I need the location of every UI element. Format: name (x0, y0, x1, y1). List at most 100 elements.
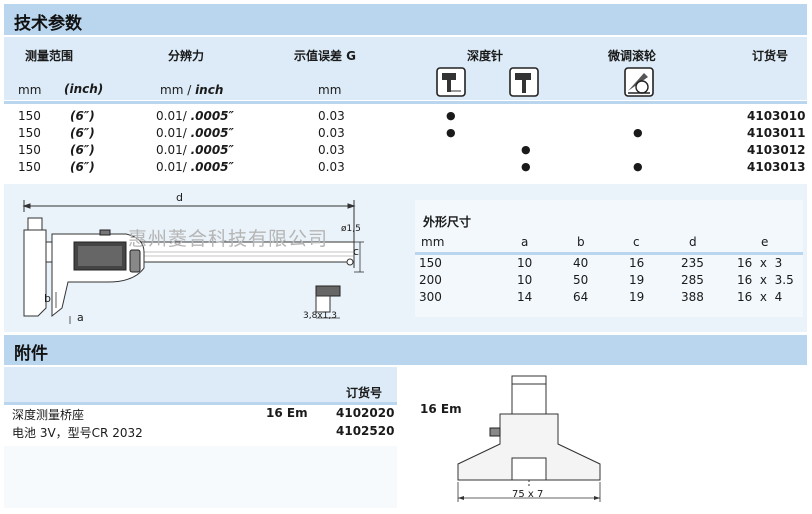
row-depth1: ● (446, 126, 456, 139)
header-depth: 深度针 (467, 49, 504, 63)
row-mm: 150 (18, 109, 41, 123)
table-row: 150 (6″) 0.01/ .0005″ 0.03 ● ● 4103013 (4, 160, 807, 177)
row-inch: (6″) (70, 126, 95, 140)
row-mm: 150 (18, 126, 41, 140)
dim-c: c (353, 245, 360, 258)
acc-title-bar (4, 335, 807, 365)
row-res: 0.01/ .0005″ (156, 126, 234, 140)
dims-rule (415, 252, 803, 255)
dims-cell: 388 (681, 290, 704, 304)
row-mm: 150 (18, 143, 41, 157)
acc-order: 4102020 (336, 406, 395, 420)
row-err: 0.03 (318, 143, 345, 157)
unit-mm: mm (18, 83, 42, 97)
header-range: 测量范围 (25, 49, 74, 63)
header-wheel: 微调滚轮 (608, 49, 657, 63)
unit-inch: (inch) (64, 82, 104, 96)
dims-cell: 235 (681, 256, 704, 270)
depth-base-drawing (457, 375, 601, 502)
caliper-drawing (22, 200, 364, 324)
dims-header-row: mm a b c d e (415, 232, 803, 250)
dims-cell: 10 (517, 256, 533, 270)
table-row: 150 (6″) 0.01/ .0005″ 0.03 ● 4103010 (4, 109, 807, 126)
unit-err: mm (318, 83, 342, 97)
dims-h-e: e (761, 235, 769, 249)
dims-h-d: d (689, 235, 697, 249)
row-wheel: ● (633, 160, 643, 173)
dims-cell: 19 (629, 290, 645, 304)
acc-name: 电池 3V，型号CR 2032 (12, 426, 143, 440)
acc-header-band (4, 367, 397, 402)
dims-cell: 10 (517, 273, 533, 287)
dims-cell: 50 (573, 273, 589, 287)
table-row: 300 14 64 19 388 16 x 4 (415, 290, 803, 307)
dims-cell: 200 (419, 273, 442, 287)
dim-phi: ø1,5 (341, 224, 361, 234)
dims-rows: 150 10 40 16 235 16 x 3 200 10 50 19 285… (415, 256, 803, 312)
row-order: 4103013 (747, 160, 806, 174)
row-res: 0.01/ .0005″ (156, 143, 234, 157)
dims-panel (415, 200, 803, 317)
dims-title: 外形尺寸 (423, 215, 472, 229)
row-mm: 150 (18, 160, 41, 174)
row-depth2: ● (521, 160, 531, 173)
acc-bottom (4, 446, 397, 508)
row-depth2: ● (521, 143, 531, 156)
row-order: 4103011 (747, 126, 806, 140)
row-inch: (6″) (70, 160, 95, 174)
dim-a: a (77, 311, 84, 324)
figure-dim: 75 x 7 (512, 489, 544, 500)
dims-cell: 16 x 3.5 (737, 273, 794, 287)
depth-pin-round-icon (436, 67, 466, 97)
fine-wheel-icon (624, 67, 654, 97)
header-error: 示值误差 G (294, 49, 357, 63)
tech-title-bar (4, 4, 807, 35)
acc-title: 附件 (14, 344, 48, 364)
dims-cell: 150 (419, 256, 442, 270)
dims-cell: 64 (573, 290, 589, 304)
dims-cell: 16 (629, 256, 645, 270)
dims-cell: 300 (419, 290, 442, 304)
dims-cell: 16 x 3 (737, 256, 783, 270)
dim-size: 3,8x1,3 (303, 311, 337, 321)
row-err: 0.03 (318, 126, 345, 140)
row-err: 0.03 (318, 160, 345, 174)
depth-pin-flat-icon (509, 67, 539, 97)
tech-title: 技术参数 (14, 14, 82, 34)
unit-res: mm / inch (160, 83, 224, 97)
acc-code: 16 Em (266, 406, 308, 420)
table-row: 150 (6″) 0.01/ .0005″ 0.03 ● ● 4103011 (4, 126, 807, 143)
row-order: 4103012 (747, 143, 806, 157)
dims-cell: 40 (573, 256, 589, 270)
dim-b: b (44, 292, 51, 305)
row-depth1: ● (446, 109, 456, 122)
dims-cell: 16 x 4 (737, 290, 783, 304)
row-res: 0.01/ .0005″ (156, 160, 234, 174)
tech-rule (4, 101, 807, 104)
dims-h-b: b (577, 235, 585, 249)
dim-d: d (176, 191, 183, 204)
acc-rule (4, 402, 397, 405)
dims-cell: 14 (517, 290, 533, 304)
watermark: 惠州菱合科技有限公司 (128, 228, 329, 250)
dims-cell: 19 (629, 273, 645, 287)
header-order: 订货号 (752, 49, 789, 63)
row-res: 0.01/ .0005″ (156, 109, 234, 123)
table-row: 深度测量桥座 16 Em 4102020 (4, 406, 397, 423)
header-resolution: 分辨力 (168, 49, 205, 63)
row-wheel: ● (633, 126, 643, 139)
row-order: 4103010 (747, 109, 806, 123)
row-err: 0.03 (318, 109, 345, 123)
dims-h-mm: mm (421, 235, 445, 249)
tech-header-band (4, 37, 807, 100)
acc-name: 深度测量桥座 (12, 408, 85, 422)
acc-order: 4102520 (336, 424, 395, 438)
row-inch: (6″) (70, 109, 95, 123)
acc-order-header: 订货号 (346, 386, 383, 400)
acc-rows: 深度测量桥座 16 Em 4102020 电池 3V，型号CR 2032 410… (4, 406, 397, 446)
dims-cell: 285 (681, 273, 704, 287)
dims-h-a: a (521, 235, 529, 249)
table-row: 电池 3V，型号CR 2032 4102520 (4, 424, 397, 441)
table-row: 200 10 50 19 285 16 x 3.5 (415, 273, 803, 290)
row-inch: (6″) (70, 143, 95, 157)
